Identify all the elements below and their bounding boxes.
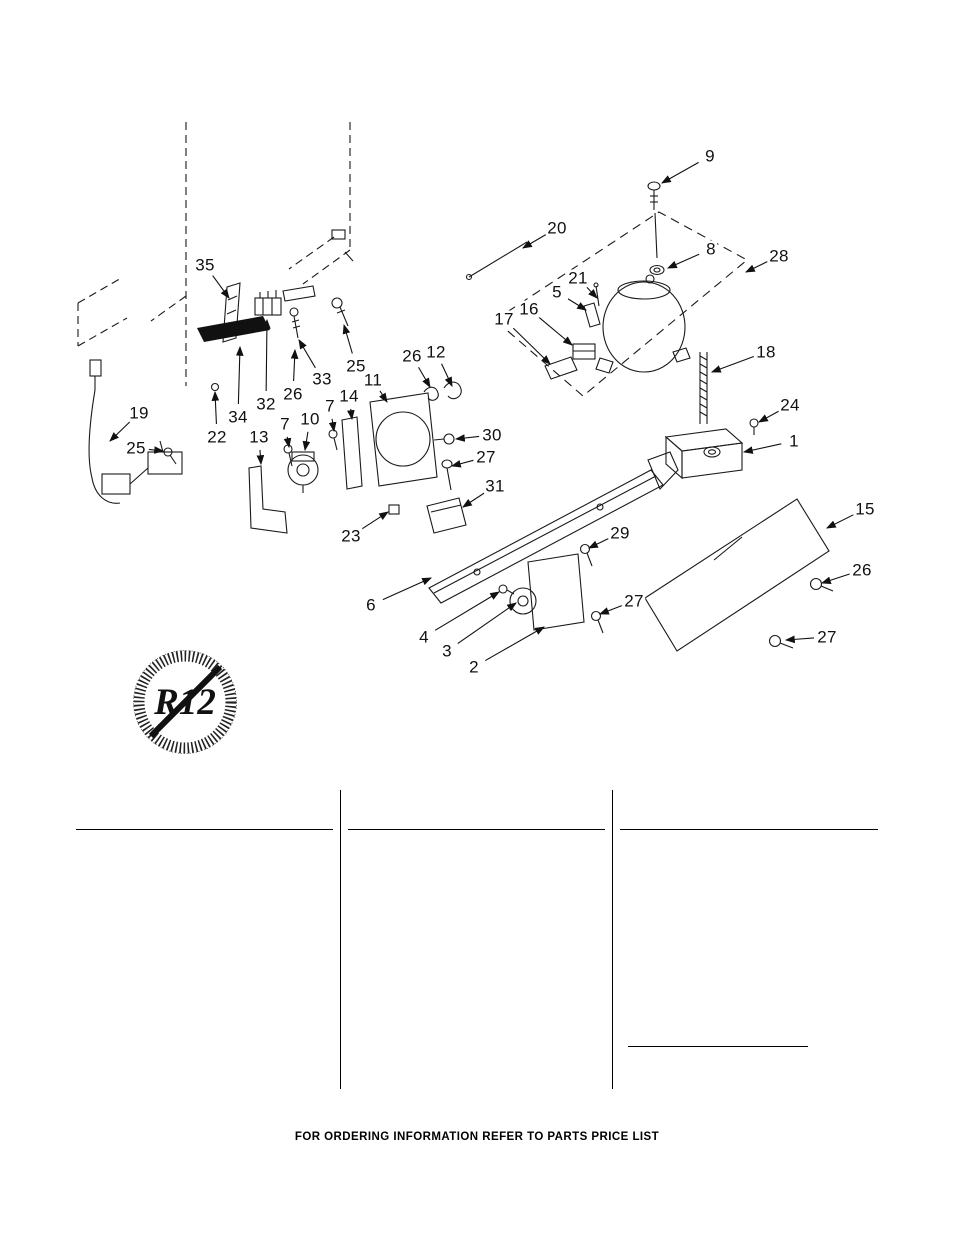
logo-slash: [148, 664, 223, 739]
table-header-rule-middle: [348, 829, 605, 830]
callout-leader-lines: [109, 161, 854, 662]
no-r12-logo: R12: [133, 650, 237, 754]
table-column-divider-2: [612, 790, 613, 1089]
table-subrule-right: [628, 1046, 808, 1047]
table-column-divider-1: [340, 790, 341, 1089]
table-header-rule-right: [620, 829, 878, 830]
table-header-rule-left: [76, 829, 333, 830]
logo-outer-ring: [133, 650, 237, 754]
ordering-info-footer: FOR ORDERING INFORMATION REFER TO PARTS …: [294, 1131, 660, 1143]
logo-stipple-ring: [133, 650, 237, 754]
